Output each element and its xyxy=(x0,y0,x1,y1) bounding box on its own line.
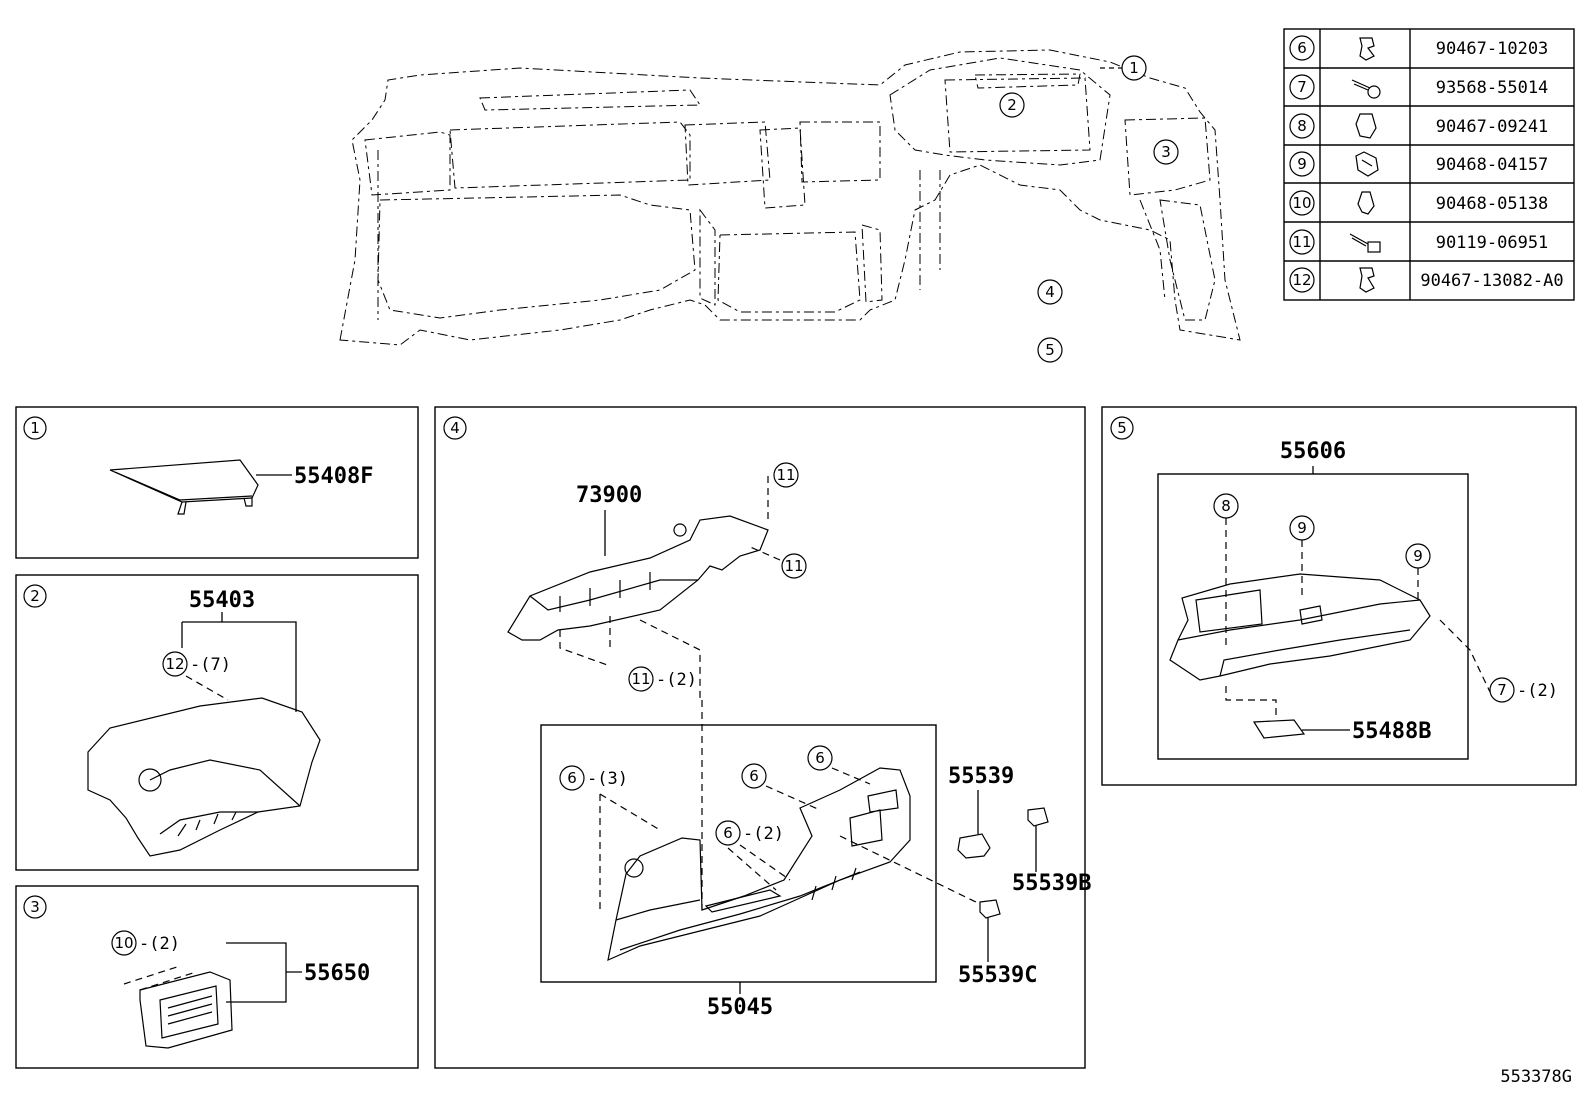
svg-text:6: 6 xyxy=(567,769,577,787)
svg-text:9: 9 xyxy=(1297,155,1307,173)
part-label-55606: 55606 xyxy=(1280,439,1346,464)
clip-icon xyxy=(1357,191,1375,215)
air-vent-55650 xyxy=(139,971,233,1049)
svg-text:11: 11 xyxy=(784,557,803,575)
cluster-finish-panel-55403 xyxy=(87,697,321,857)
fastener-table: 6 90467-10203 7 93568-55014 8 90467-0924… xyxy=(1283,28,1575,301)
panel-2: 2 55403 12 -(7) xyxy=(15,574,419,871)
svg-text:6: 6 xyxy=(815,749,825,767)
part-label-55650: 55650 xyxy=(304,961,370,986)
qty-label: -(7) xyxy=(190,655,231,675)
switch-55539B xyxy=(1027,807,1049,827)
glove-box-door-55606 xyxy=(1169,573,1431,681)
panel-5: 5 55606 8 9 9 7 -(2) 55488B xyxy=(1101,406,1577,786)
diagram-code: 553378G xyxy=(1500,1067,1572,1087)
svg-text:9: 9 xyxy=(1297,519,1307,537)
svg-text:7: 7 xyxy=(1497,681,1507,699)
table-row: 11 90119-06951 xyxy=(1289,229,1549,255)
callout-3: 3 xyxy=(1161,143,1171,161)
svg-text:12: 12 xyxy=(1292,271,1311,289)
part-label-55403: 55403 xyxy=(189,588,255,613)
svg-text:11: 11 xyxy=(1292,233,1311,251)
part-label-55045: 55045 xyxy=(707,995,773,1020)
table-row: 12 90467-13082-A0 xyxy=(1289,267,1564,293)
panel-cover-55408F xyxy=(109,459,259,515)
clip-icon xyxy=(1359,267,1375,293)
part-number: 90467-13082-A0 xyxy=(1420,271,1563,291)
pad-55488B xyxy=(1252,719,1306,739)
svg-text:6: 6 xyxy=(1297,39,1307,57)
clip-icon xyxy=(1359,37,1375,61)
spring-clip-icon xyxy=(1355,151,1379,177)
svg-text:9: 9 xyxy=(1413,547,1423,565)
svg-text:6: 6 xyxy=(723,824,733,842)
svg-text:4: 4 xyxy=(450,419,460,437)
bolt-icon xyxy=(1349,233,1381,253)
qty-label: -(3) xyxy=(587,769,628,789)
reinforcement-bracket-73900 xyxy=(507,515,769,641)
instrument-panel-overview xyxy=(339,49,1241,346)
table-row: 7 93568-55014 xyxy=(1289,74,1549,100)
svg-text:10: 10 xyxy=(114,934,133,952)
part-number: 90467-09241 xyxy=(1436,117,1549,137)
svg-text:6: 6 xyxy=(749,767,759,785)
svg-text:10: 10 xyxy=(1292,194,1311,212)
part-label-55539C: 55539C xyxy=(958,963,1037,988)
part-number: 90468-05138 xyxy=(1436,194,1549,214)
table-row: 9 90468-04157 xyxy=(1289,151,1549,177)
panel-4: 4 73900 11 11 11 -(2) 55045 6 -(3) 6 xyxy=(434,406,1091,1069)
part-label-55488B: 55488B xyxy=(1352,719,1431,744)
svg-text:11: 11 xyxy=(631,670,650,688)
svg-text:11: 11 xyxy=(776,466,795,484)
part-label-55539: 55539 xyxy=(948,764,1014,789)
qty-label: -(2) xyxy=(139,934,180,954)
part-number: 90119-06951 xyxy=(1436,233,1549,253)
svg-text:5: 5 xyxy=(1117,419,1127,437)
panel-3: 3 10 -(2) 55650 xyxy=(15,885,419,1069)
switch-55539C xyxy=(979,899,1001,919)
part-label-73900: 73900 xyxy=(576,483,642,508)
callout-1: 1 xyxy=(1129,59,1139,77)
svg-text:1: 1 xyxy=(30,419,40,437)
table-row: 10 90468-05138 xyxy=(1289,190,1549,216)
svg-text:3: 3 xyxy=(30,898,40,916)
screw-icon xyxy=(1351,79,1381,99)
part-label-55408F: 55408F xyxy=(294,464,373,489)
svg-text:7: 7 xyxy=(1297,78,1307,96)
svg-text:2: 2 xyxy=(30,587,40,605)
table-row: 6 90467-10203 xyxy=(1289,35,1549,61)
svg-text:8: 8 xyxy=(1221,497,1231,515)
part-number: 93568-55014 xyxy=(1436,78,1549,98)
qty-label: -(2) xyxy=(1517,681,1558,701)
panel-1: 1 55408F xyxy=(15,406,419,559)
callout-5: 5 xyxy=(1045,341,1055,359)
lower-panel-55045 xyxy=(607,767,911,962)
switch-55539 xyxy=(957,833,991,859)
part-label-55539B: 55539B xyxy=(1012,871,1091,896)
part-number: 90468-04157 xyxy=(1436,155,1549,175)
qty-label: -(2) xyxy=(743,824,784,844)
table-row: 8 90467-09241 xyxy=(1289,113,1549,139)
callout-4: 4 xyxy=(1045,283,1055,301)
svg-text:8: 8 xyxy=(1297,117,1307,135)
clip-icon xyxy=(1355,113,1377,139)
overview-callouts: 1 2 3 4 5 xyxy=(999,55,1179,363)
svg-text:12: 12 xyxy=(165,655,184,673)
qty-label: -(2) xyxy=(656,670,697,690)
callout-2: 2 xyxy=(1007,96,1017,114)
part-number: 90467-10203 xyxy=(1436,39,1549,59)
